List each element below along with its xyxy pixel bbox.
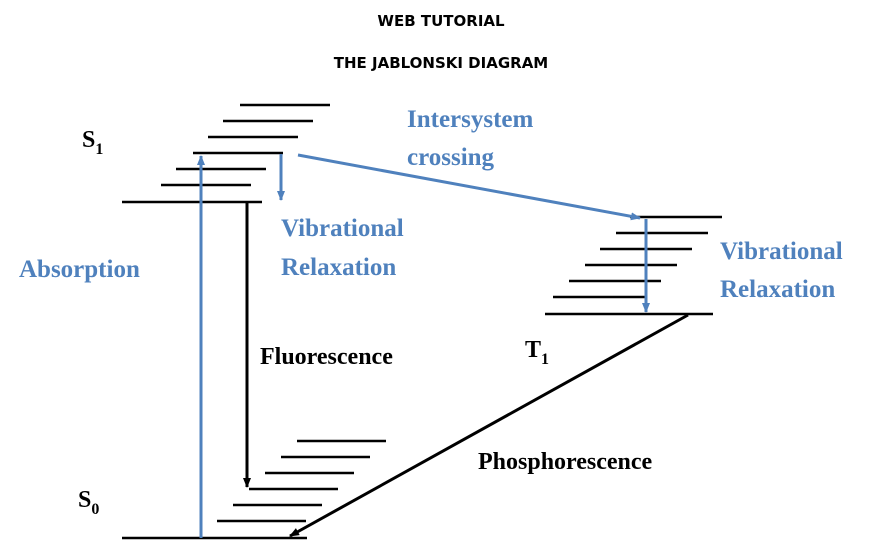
s0-state-label: S0 <box>78 487 99 518</box>
intersystem-crossing-arrow <box>297 153 641 221</box>
diagram-title: THE JABLONSKI DIAGRAM <box>333 54 549 72</box>
s1-vibrational-levels <box>122 103 330 204</box>
fluorescence-label: Fluorescence <box>260 344 393 370</box>
s1-vibrational-relaxation-label: Vibrational Relaxation <box>281 215 410 281</box>
s1-state-label: S1 <box>82 127 103 158</box>
t1-state-label: T1 <box>525 337 549 368</box>
t1-vibrational-relaxation-label: Vibrational Relaxation <box>720 238 849 303</box>
intersystem-crossing-label: Intersystem crossing <box>407 106 540 171</box>
phosphorescence-arrow <box>289 313 689 538</box>
s0-vibrational-levels <box>122 439 386 540</box>
t1-vibrational-levels <box>545 215 722 316</box>
phosphorescence-label: Phosphorescence <box>478 449 653 475</box>
tutorial-label: WEB TUTORIAL <box>377 12 505 30</box>
absorption-label: Absorption <box>19 256 140 283</box>
